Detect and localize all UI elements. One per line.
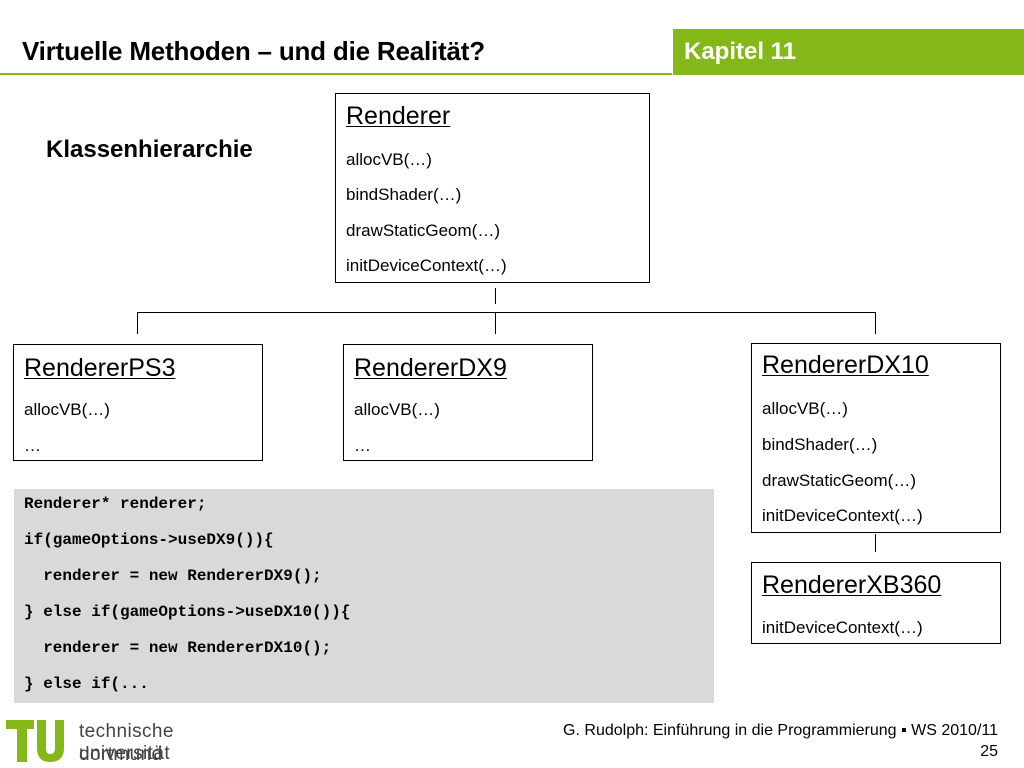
class-name: RendererDX9 [354, 354, 507, 382]
code-line: } else if(gameOptions->useDX10()){ [24, 603, 351, 621]
code-line: } else if(... [24, 675, 149, 693]
code-line: renderer = new RendererDX9(); [24, 567, 322, 585]
header-divider [0, 73, 672, 75]
method-item: drawStaticGeom(…) [762, 471, 916, 490]
method-item: initDeviceContext(…) [346, 256, 507, 275]
method-item: initDeviceContext(…) [762, 506, 923, 525]
footer-citation: G. Rudolph: Einführung in die Programmie… [563, 722, 998, 739]
method-item: bindShader(…) [762, 435, 878, 454]
method-item: allocVB(…) [24, 400, 110, 419]
method-item: drawStaticGeom(…) [346, 221, 500, 240]
connector-dx9 [495, 312, 496, 334]
class-name: Renderer [346, 102, 451, 130]
class-box-renderer-xb360: RendererXB360 initDeviceContext(…) [751, 562, 1001, 644]
code-line: renderer = new RendererDX10(); [24, 639, 332, 657]
method-item: allocVB(…) [354, 400, 440, 419]
connector-base-stub [495, 288, 496, 304]
method-item: allocVB(…) [762, 399, 848, 418]
connector-dx10 [875, 312, 876, 334]
class-name: RendererPS3 [24, 354, 176, 382]
logo-text-line2: dortmund [79, 744, 163, 765]
chapter-label: Kapitel 11 [684, 38, 797, 65]
chapter-badge: Kapitel 11 [673, 29, 1024, 75]
method-item: … [354, 436, 371, 455]
class-box-renderer: Renderer allocVB(…) bindShader(…) drawSt… [335, 93, 650, 283]
code-line: Renderer* renderer; [24, 495, 207, 513]
code-line: if(gameOptions->useDX9()){ [24, 531, 274, 549]
tu-logo-icon [6, 720, 64, 762]
connector-horizontal [137, 312, 876, 313]
method-item: initDeviceContext(…) [762, 618, 923, 637]
connector-ps3 [137, 312, 138, 334]
class-box-renderer-ps3: RendererPS3 allocVB(…) … [13, 344, 263, 461]
page-number: 25 [980, 743, 998, 760]
method-item: … [24, 436, 41, 455]
code-block: Renderer* renderer; if(gameOptions->useD… [14, 489, 714, 703]
class-name: RendererXB360 [762, 571, 942, 599]
method-item: allocVB(…) [346, 150, 432, 169]
section-heading: Klassenhierarchie [46, 136, 253, 163]
class-name: RendererDX10 [762, 351, 929, 379]
method-item: bindShader(…) [346, 185, 462, 204]
class-box-renderer-dx10: RendererDX10 allocVB(…) bindShader(…) dr… [751, 343, 1001, 533]
connector-xb360 [875, 534, 876, 552]
slide-title: Virtuelle Methoden – und die Realität? [22, 36, 485, 66]
class-box-renderer-dx9: RendererDX9 allocVB(…) … [343, 344, 593, 461]
logo-text-line1: technische universität [79, 721, 174, 764]
